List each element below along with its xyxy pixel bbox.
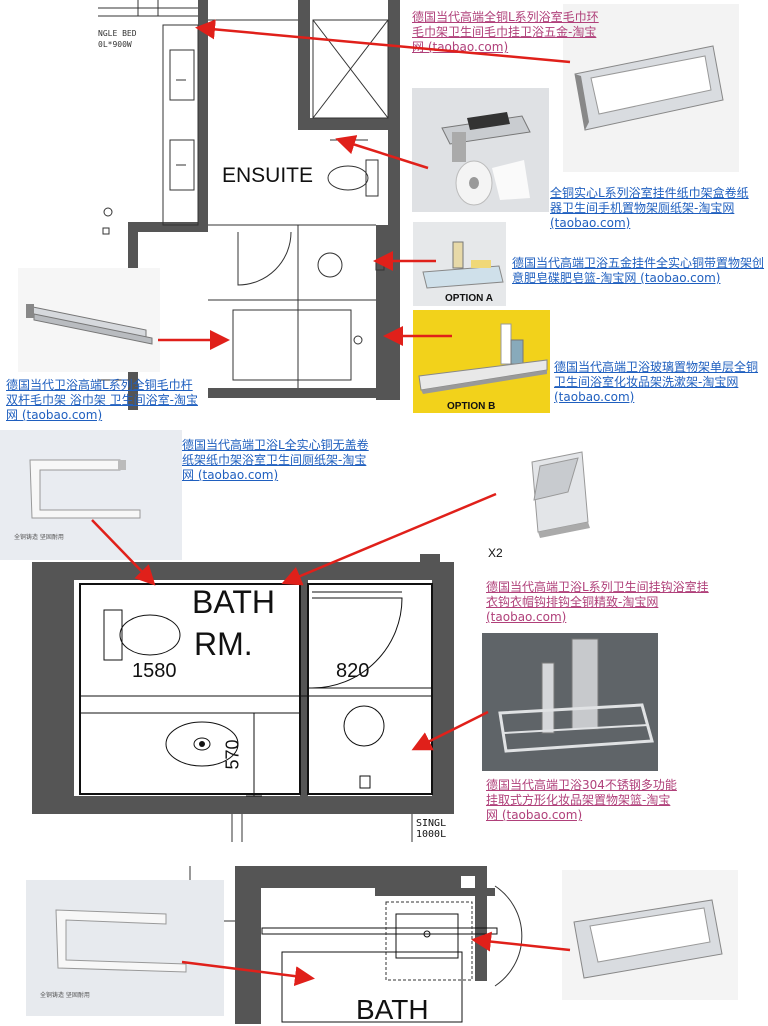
- link-glass-shelf[interactable]: 德国当代高端卫浴玻璃置物架单层全铜卫生间浴室化妆品架洗漱架-淘宝网 (taoba…: [554, 360, 759, 404]
- link-double-towel-bar[interactable]: 德国当代卫浴高端L系列全铜毛巾杆双杆毛巾架 浴巾架 卫生间浴室-淘宝网 (tao…: [6, 378, 198, 422]
- photo-steel-basket: [482, 633, 658, 771]
- corner-label-line-1: SINGL: [416, 818, 447, 829]
- steel-basket-image: [498, 638, 654, 753]
- corner-label: SINGL 1000L: [416, 818, 446, 840]
- bed-label: NGLE BED 0L*900W: [98, 28, 137, 50]
- bathroom-plan-drawing: [32, 548, 456, 842]
- bed-label-line-1: NGLE BED: [98, 29, 137, 38]
- bathroom-floorplan: BATH RM. 1580 820 570 SINGL 1000L: [32, 548, 456, 842]
- option-a-label: OPTION A: [445, 293, 493, 304]
- towel-ring-image: [574, 45, 724, 131]
- photo-glass-shelf-option-b: OPTION B: [413, 310, 550, 413]
- paper-holder-caption-bottom: 全铜铸造 坚固耐用: [40, 992, 90, 999]
- robe-hook-image: [531, 451, 590, 538]
- x2-label: X2: [488, 546, 503, 560]
- link-towel-ring-top[interactable]: 德国当代高端全铜L系列浴室毛巾环毛巾架卫生间毛巾挂卫浴五金-淘宝网 (taoba…: [412, 10, 599, 54]
- corner-label-line-2: 1000L: [416, 829, 447, 840]
- link-paper-holder-open[interactable]: 德国当代高端卫浴L全实心铜无盖卷纸架纸巾架浴室卫生间厕纸架-淘宝网 (taoba…: [182, 438, 369, 482]
- double-towel-bar-image: [26, 304, 153, 345]
- dimension-1580: 1580: [132, 660, 177, 682]
- photo-towel-ring-top: [563, 4, 739, 172]
- photo-soap-dish-option-a: OPTION A: [413, 222, 506, 306]
- room-label-rm: RM.: [194, 626, 253, 662]
- soap-dish-image: [422, 241, 504, 289]
- glass-shelf-image: [418, 323, 548, 394]
- photo-paper-holder-open-bottom: 全铜铸造 坚固耐用: [26, 880, 224, 1016]
- dimension-570: 570: [222, 739, 243, 770]
- photo-robe-hook: X2: [482, 432, 620, 566]
- photo-paper-holder-phone: [412, 88, 549, 212]
- room-label-bath: BATH: [192, 584, 275, 620]
- link-steel-basket[interactable]: 德国当代高端卫浴304不锈钢多功能挂取式方形化妆品架置物架篮-淘宝网 (taob…: [486, 778, 677, 822]
- ensuite-floorplan: ENSUITE NGLE BED 0L*900W: [98, 0, 410, 410]
- paper-holder-open-image: [29, 459, 141, 519]
- room-label-ensuite: ENSUITE: [222, 164, 314, 187]
- dimension-820: 820: [336, 660, 370, 682]
- option-b-label: OPTION B: [447, 401, 496, 412]
- bed-label-line-2: 0L*900W: [98, 40, 132, 49]
- room-label-bath-partial: BATH: [356, 994, 429, 1025]
- link-soap-dish[interactable]: 德国当代高端卫浴五金挂件全实心铜带置物架创意肥皂碟肥皂篮-淘宝网 (taobao…: [512, 256, 765, 285]
- paper-holder-phone-image: [441, 112, 531, 206]
- link-paper-holder-phone[interactable]: 全铜实心L系列浴室挂件纸巾架盒卷纸器卫生间手机置物架厕纸架-淘宝网 (taoba…: [550, 186, 749, 230]
- photo-paper-holder-open: 全铜铸造 坚固耐用: [0, 430, 182, 560]
- paper-holder-caption: 全铜铸造 坚固耐用: [14, 534, 64, 541]
- photo-towel-ring-bottom: [562, 870, 738, 1000]
- link-robe-hook[interactable]: 德国当代高端卫浴L系列卫生间挂钩浴室挂衣钩衣帽钩排钩全铜精致-淘宝网 (taob…: [486, 580, 709, 624]
- paper-holder-open-bottom-image: [55, 909, 187, 973]
- photo-double-towel-bar: [18, 268, 160, 372]
- towel-ring-bottom-image: [573, 899, 723, 979]
